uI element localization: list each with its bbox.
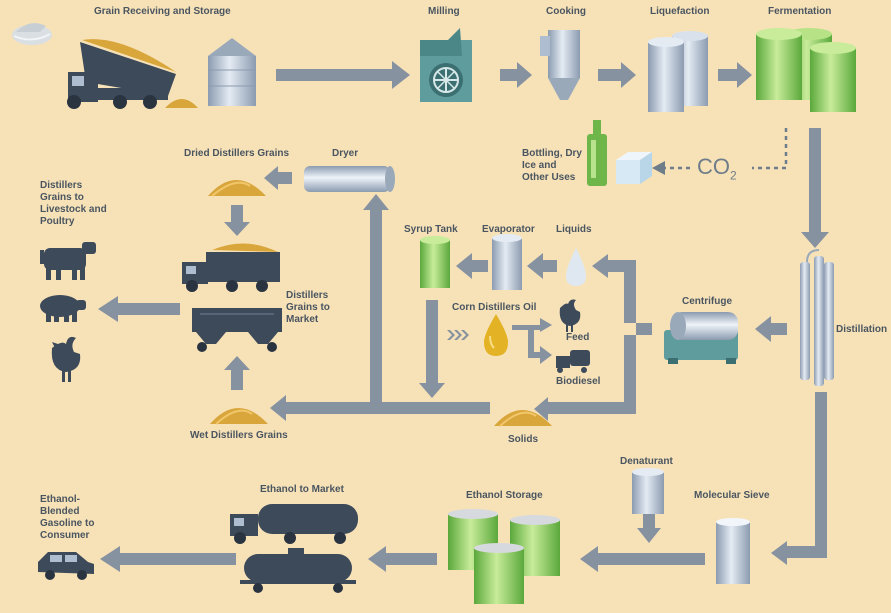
arrow-market-to-consumer bbox=[100, 546, 236, 572]
arrow-market-to-livestock bbox=[98, 296, 180, 322]
truck-icon bbox=[182, 243, 280, 292]
chevron-oil-2 bbox=[454, 330, 462, 340]
chevron-oil-3 bbox=[461, 330, 469, 340]
arrow-cooking-to-liquefaction bbox=[598, 62, 636, 88]
label-ethanol-storage: Ethanol Storage bbox=[466, 490, 543, 501]
label-solids: Solids bbox=[508, 434, 539, 445]
label-blended-gasoline: Ethanol-Blended Gasoline to Consumer bbox=[40, 494, 95, 541]
flow-arrows bbox=[98, 61, 829, 572]
arrow-up-to-dryer bbox=[363, 194, 389, 402]
tank-car-icon bbox=[240, 548, 356, 593]
mill-icon bbox=[420, 28, 472, 102]
rail-hopper-car-icon bbox=[192, 308, 282, 352]
label-molecular-sieve: Molecular Sieve bbox=[694, 490, 770, 501]
cow-icon bbox=[40, 242, 96, 280]
arrow-distillation-to-centrifuge bbox=[755, 316, 787, 342]
arrow-centrifuge-to-solids bbox=[534, 335, 636, 421]
silo-icon bbox=[208, 38, 256, 106]
label-syrup-tank: Syrup Tank bbox=[404, 224, 458, 235]
dump-truck-icon bbox=[67, 39, 198, 109]
arrow-dried-grains-down bbox=[224, 205, 250, 236]
arrow-wet-grains-up bbox=[224, 356, 250, 390]
co2-dashed-arrow bbox=[652, 128, 788, 175]
syrup-tank-icon bbox=[420, 236, 450, 288]
arrow-fermentation-down bbox=[801, 128, 829, 248]
co2-subscript: 2 bbox=[730, 168, 737, 183]
denaturant-tank-icon bbox=[632, 468, 664, 514]
label-denaturant: Denaturant bbox=[620, 456, 673, 467]
chicken-icon bbox=[51, 336, 81, 382]
car-icon bbox=[38, 552, 94, 580]
label-biodiesel: Biodiesel bbox=[556, 376, 601, 387]
label-milling: Milling bbox=[428, 6, 460, 17]
dryer-icon bbox=[304, 166, 395, 192]
grain-pile-icon bbox=[210, 408, 268, 425]
liquefaction-tank-icon bbox=[648, 31, 708, 112]
label-ethanol-market: Ethanol to Market bbox=[260, 484, 344, 495]
arrow-syrup-down bbox=[419, 300, 445, 398]
co2-text: CO bbox=[697, 154, 730, 179]
cooker-icon bbox=[540, 30, 580, 100]
label-liquefaction: Liquefaction bbox=[650, 6, 710, 17]
arrow-sieve-to-storage bbox=[580, 546, 705, 572]
chicken-icon bbox=[559, 299, 581, 332]
label-liquids: Liquids bbox=[556, 224, 592, 235]
arrow-evaporator-to-syrup bbox=[456, 253, 488, 279]
label-cooking: Cooking bbox=[546, 6, 586, 17]
arrow-distillation-down bbox=[771, 392, 827, 565]
fermentation-tank-icon bbox=[756, 28, 856, 112]
dry-ice-icon bbox=[616, 152, 652, 184]
liquid-drop-icon bbox=[566, 248, 586, 286]
grain-pile-icon bbox=[208, 180, 266, 197]
arrow-storage-to-milling bbox=[276, 61, 410, 89]
chevron-oil-1 bbox=[447, 330, 455, 340]
sieve-icon bbox=[716, 518, 750, 584]
tanker-truck-icon bbox=[556, 350, 590, 373]
grain-pile-icon bbox=[494, 410, 552, 427]
label-feed: Feed bbox=[566, 332, 590, 343]
label-grains-livestock: Distillers Grains to Livestock and Poult… bbox=[40, 180, 107, 227]
ethanol-tank-icon bbox=[448, 509, 560, 604]
label-distillation: Distillation bbox=[836, 324, 888, 335]
label-dryer: Dryer bbox=[332, 148, 359, 159]
arrow-oil-branch bbox=[528, 325, 552, 364]
arrow-solids-to-wet-grains bbox=[270, 395, 490, 421]
bottle-icon bbox=[587, 120, 607, 186]
evaporator-icon bbox=[492, 234, 522, 290]
label-grains-market: Distillers Grains to Market bbox=[286, 290, 330, 325]
oil-drop-icon bbox=[484, 314, 508, 356]
distillation-column-icon bbox=[800, 249, 834, 386]
label-evaporator: Evaporator bbox=[482, 224, 535, 235]
label-co2: CO2 bbox=[697, 154, 737, 182]
label-centrifuge: Centrifuge bbox=[682, 296, 732, 307]
label-wet-grains: Wet Distillers Grains bbox=[190, 430, 288, 441]
label-dried-grains: Dried Distillers Grains bbox=[184, 148, 290, 159]
label-bottling: Bottling, Dry Ice and Other Uses bbox=[522, 148, 582, 183]
tanker-truck-icon bbox=[230, 504, 358, 544]
label-grain-receiving: Grain Receiving and Storage bbox=[94, 6, 231, 17]
label-corn-oil: Corn Distillers Oil bbox=[452, 302, 537, 313]
arrow-milling-to-cooking bbox=[500, 62, 532, 88]
pig-icon bbox=[40, 295, 86, 322]
logo-icon bbox=[12, 23, 52, 45]
arrow-centrifuge-to-liquids bbox=[592, 254, 652, 335]
arrow-dryer-to-dried-grains bbox=[264, 166, 292, 190]
arrow-storage-to-market bbox=[368, 546, 437, 572]
arrow-liquids-to-evaporator bbox=[527, 253, 557, 279]
label-fermentation: Fermentation bbox=[768, 6, 832, 17]
centrifuge-icon bbox=[664, 312, 738, 364]
arrow-liquefaction-to-fermentation bbox=[718, 62, 752, 88]
